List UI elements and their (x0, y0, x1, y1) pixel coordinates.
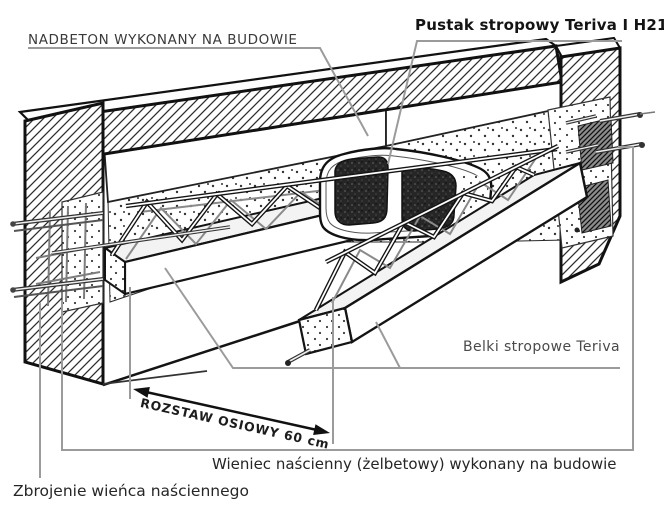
leader-belki-2 (375, 321, 401, 369)
pustak-chamber-left (334, 156, 389, 226)
rebar-end-dot (10, 221, 16, 227)
dimension-arrow (133, 387, 330, 435)
lattice-truss-2 (313, 143, 560, 312)
rebar-end-dot (285, 360, 291, 366)
right-wall (547, 36, 622, 285)
label-pustak: Pustak stropowy Teriva I H21 (415, 16, 664, 34)
leader-nadbeton (28, 47, 369, 137)
label-nadbeton: NADBETON WYKONANY NA BUDOWIE (28, 32, 298, 48)
leader-lines (28, 40, 634, 478)
slab-front-edges (102, 319, 301, 387)
label-belki: Belki stropowe Teriva (463, 339, 621, 355)
leader-wieniec (61, 146, 634, 451)
leader-pustak (387, 40, 622, 165)
floor-beam-2 (285, 161, 589, 366)
reinforcement-left (10, 202, 231, 307)
leader-belki (164, 267, 620, 369)
rebar-end-dot (637, 112, 643, 118)
rebar-end-dot (10, 287, 16, 293)
left-wall (23, 101, 105, 386)
label-zbrojenie: Zbrojenie wieńca naściennego (13, 482, 249, 500)
label-wieniec: Wieniec naścienny (żelbetowy) wykonany n… (212, 455, 617, 473)
lattice-truss-1-chord (125, 146, 558, 209)
rebar-end-dot (639, 142, 645, 148)
